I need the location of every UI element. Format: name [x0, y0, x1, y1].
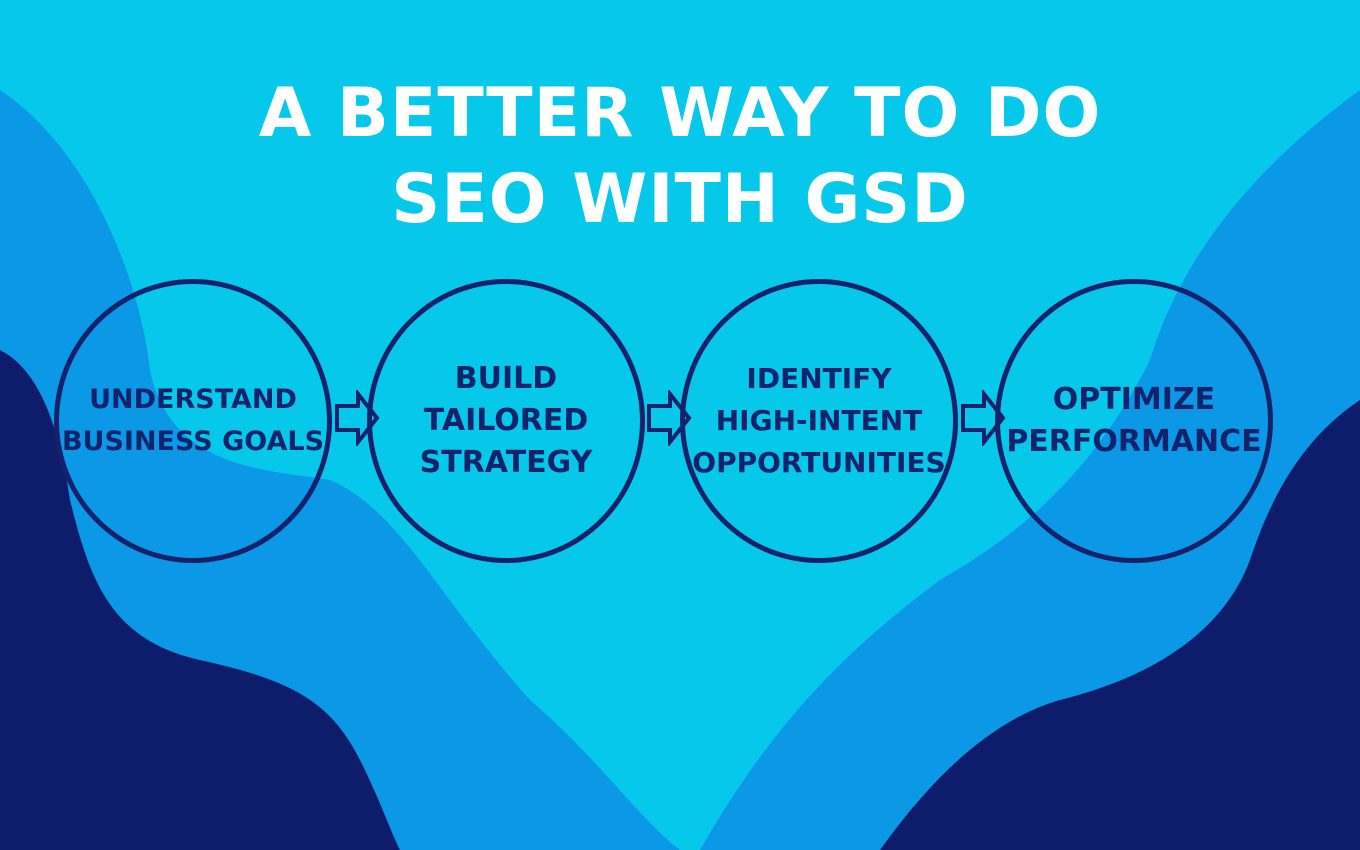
step-label-line: UNDERSTAND [89, 384, 297, 415]
step-identify-high-intent-opportunities: IDENTIFY HIGH-INTENT OPPORTUNITIES [680, 279, 958, 563]
step-label-line: IDENTIFY [746, 362, 892, 395]
step-label-line: PERFORMANCE [1006, 424, 1262, 459]
title-line-2: SEO WITH GSD [391, 160, 969, 239]
step-label-line: OPTIMIZE [1052, 382, 1216, 417]
step-label-line: TAILORED [423, 403, 589, 438]
step-optimize-performance: OPTIMIZE PERFORMANCE [995, 279, 1273, 563]
step-label-line: BUSINESS GOALS [61, 426, 325, 457]
step-build-tailored-strategy: BUILD TAILORED STRATEGY [367, 279, 645, 563]
step-label-line: HIGH-INTENT [715, 404, 923, 437]
arrow-right-icon [961, 390, 1006, 446]
step-understand-business-goals: UNDERSTAND BUSINESS GOALS [54, 279, 332, 563]
step-label-line: STRATEGY [419, 445, 593, 480]
arrow-right-icon [647, 390, 692, 446]
step-label-line: OPPORTUNITIES [692, 446, 946, 479]
wave-dark-right [880, 400, 1360, 850]
step-label-line: BUILD [454, 361, 558, 396]
wave-dark-left [0, 350, 400, 850]
title-line-1: A BETTER WAY TO DO [258, 74, 1102, 153]
